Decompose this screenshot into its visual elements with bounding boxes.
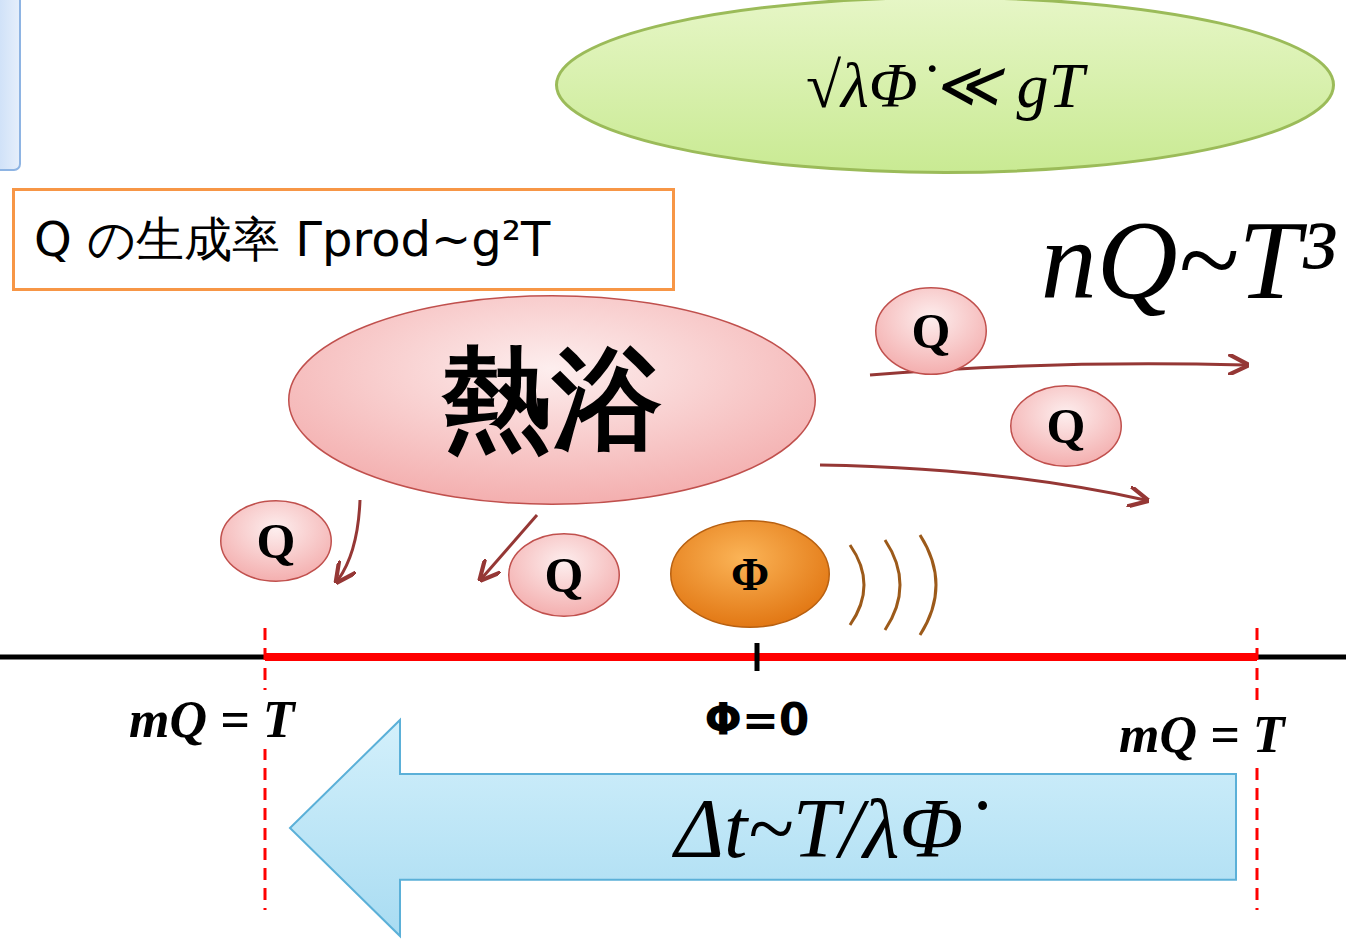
origin-tick <box>755 643 760 671</box>
field-axis <box>0 655 1346 660</box>
oscillation-arc <box>920 535 936 635</box>
shape-outline <box>509 534 620 617</box>
motion-arrow <box>338 500 360 580</box>
shape-outline <box>876 288 987 375</box>
heat-bath: 熱浴 <box>288 295 816 505</box>
particle-circle: Q <box>875 287 987 375</box>
shape-outline <box>221 501 332 582</box>
oscillation-arc <box>885 540 900 630</box>
shape-outline <box>557 0 1334 173</box>
node-text: √λΦ̇ ≪ gT <box>806 48 1084 123</box>
corner-panel <box>0 0 20 170</box>
condition-bubble: √λΦ̇ ≪ gT <box>555 0 1335 174</box>
mass-threshold-label: mQ = T <box>125 690 298 749</box>
shape-outline <box>290 720 1236 936</box>
node-text: 熱浴 <box>442 326 662 475</box>
time-arrow: Δt~T/λΦ̇ <box>290 720 1238 936</box>
node-text: Φ <box>731 548 769 601</box>
particle-circle: Q <box>1010 385 1122 467</box>
production-range <box>265 653 1257 661</box>
node-text: Δt~T/λΦ̇ <box>675 780 963 877</box>
shape-outline <box>671 521 830 628</box>
shape-outline <box>289 296 816 505</box>
rate-box: Q の生成率 Γprod~g²T <box>12 188 675 291</box>
node-text: Q <box>545 546 584 604</box>
node-text: Q <box>257 512 296 570</box>
density-label: nQ~T³ <box>1037 196 1338 325</box>
shape-outline <box>1011 386 1122 467</box>
origin-label: Φ=0 <box>701 694 814 745</box>
node-text: Q <box>1047 397 1086 455</box>
oscillation-arc <box>850 545 864 625</box>
node-text: Q <box>912 302 951 360</box>
threshold-line <box>1256 628 1259 910</box>
field-ellipse: Φ <box>670 520 830 628</box>
mass-threshold-label: mQ = T <box>1115 705 1288 764</box>
motion-arrow <box>820 465 1145 500</box>
node-text: Q の生成率 Γprod~g²T <box>34 208 550 272</box>
particle-circle: Q <box>508 533 620 617</box>
particle-circle: Q <box>220 500 332 582</box>
threshold-line <box>264 628 267 910</box>
shape-outline <box>14 190 674 290</box>
